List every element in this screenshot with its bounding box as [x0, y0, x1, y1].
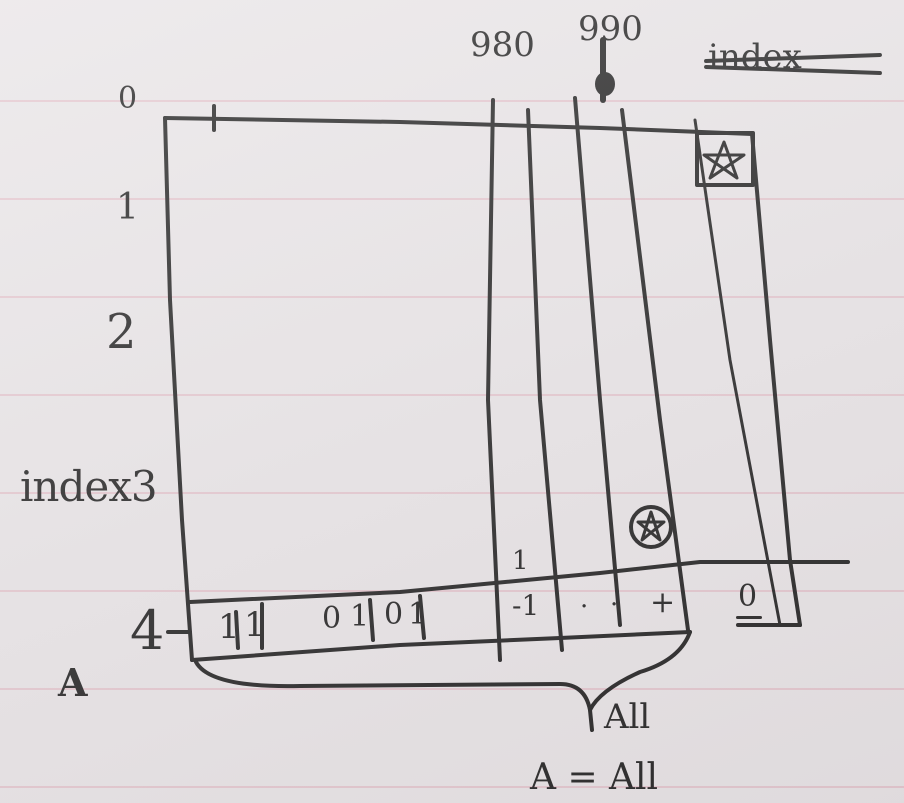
row-label-4: 4	[130, 599, 165, 662]
col-line-4	[620, 108, 690, 632]
row-label-0: 0	[118, 81, 138, 116]
cell-7: -1	[512, 589, 540, 622]
bracket-label: All	[604, 697, 651, 737]
star-cell-box	[695, 131, 755, 187]
corner-mark: A	[58, 660, 88, 705]
row-label-3: index3	[20, 462, 158, 511]
bottom-row-bottom	[190, 630, 692, 662]
frame-right	[750, 132, 802, 627]
col-line-2	[526, 108, 564, 652]
cell-2: 1	[244, 605, 266, 645]
cell-4: 1	[350, 599, 370, 634]
cell-3: 0	[322, 601, 342, 636]
cell-6: 1	[408, 597, 428, 632]
star-icon	[702, 140, 746, 180]
row-label-2: 2	[106, 304, 137, 360]
col-line-3	[573, 96, 622, 627]
frame-left	[163, 116, 194, 662]
circled-star-icon	[629, 505, 673, 549]
cell-10: +	[650, 585, 676, 620]
cell-1: 1	[218, 607, 240, 647]
cell-11: 0	[738, 579, 758, 614]
cell-5: 0	[384, 597, 404, 632]
cell-11-underline	[736, 616, 762, 619]
col-label-990: 990	[578, 9, 643, 49]
cell-divider-3	[368, 598, 375, 642]
cell-divider-1	[234, 610, 240, 650]
cell-9: ·	[610, 590, 619, 620]
cell-divider-4	[418, 594, 426, 640]
row-label-1: 1	[116, 187, 139, 228]
frame-top	[163, 116, 754, 136]
col-label-980: 980	[470, 25, 535, 65]
col-line-1	[486, 98, 502, 662]
above-mark: 1	[512, 546, 529, 576]
col-line-5	[693, 118, 782, 627]
row-separator	[188, 560, 850, 604]
legend: A = All	[530, 757, 659, 798]
cell-8: ·	[580, 592, 589, 622]
